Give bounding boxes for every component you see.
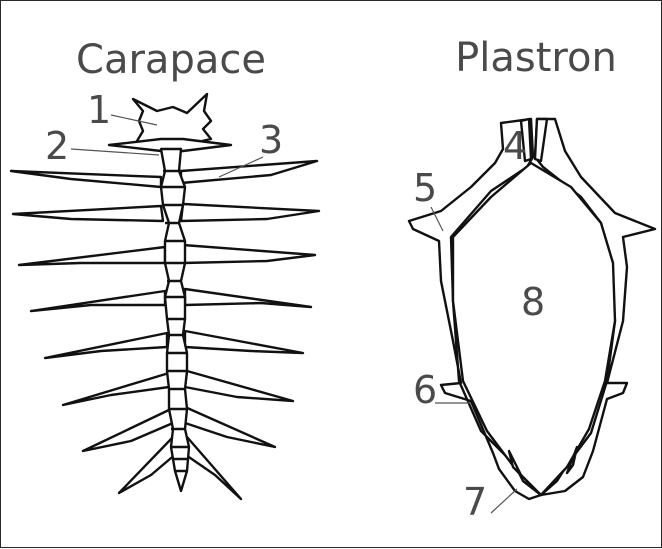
rib-right-4 [185, 289, 311, 307]
rib-left-3 [19, 247, 165, 265]
rib-right-3 [183, 245, 315, 263]
rib-right-8 [183, 437, 241, 499]
left-ribs [11, 171, 177, 493]
label-4-epiplastron: 4 [503, 124, 527, 168]
label-1-nuchal: 1 [87, 88, 111, 132]
rib-left-4 [31, 291, 165, 311]
label-3-costal: 3 [259, 118, 283, 162]
label-6-hypoplastron: 6 [413, 368, 437, 412]
rib-left-1 [11, 171, 161, 187]
rib-right-5 [185, 331, 303, 353]
rib-left-5 [45, 333, 167, 358]
right-ribs [181, 161, 319, 499]
label-8-plastron-center: 8 [521, 280, 545, 324]
label-5-hyoplastron: 5 [413, 166, 437, 210]
label-7-xiphiplastron: 7 [463, 480, 487, 524]
rib-right-2 [181, 204, 319, 221]
rib-right-6 [185, 371, 293, 401]
rib-left-7 [83, 409, 173, 451]
rib-left-8 [119, 437, 177, 493]
leader-7 [491, 489, 517, 513]
carapace-title: Carapace [76, 37, 266, 83]
plastron-title: Plastron [455, 35, 617, 81]
rib-left-6 [63, 373, 169, 405]
label-2-neural: 2 [45, 124, 69, 168]
rib-right-7 [185, 407, 275, 447]
rib-left-2 [13, 206, 163, 221]
rib-right-1 [181, 161, 317, 183]
